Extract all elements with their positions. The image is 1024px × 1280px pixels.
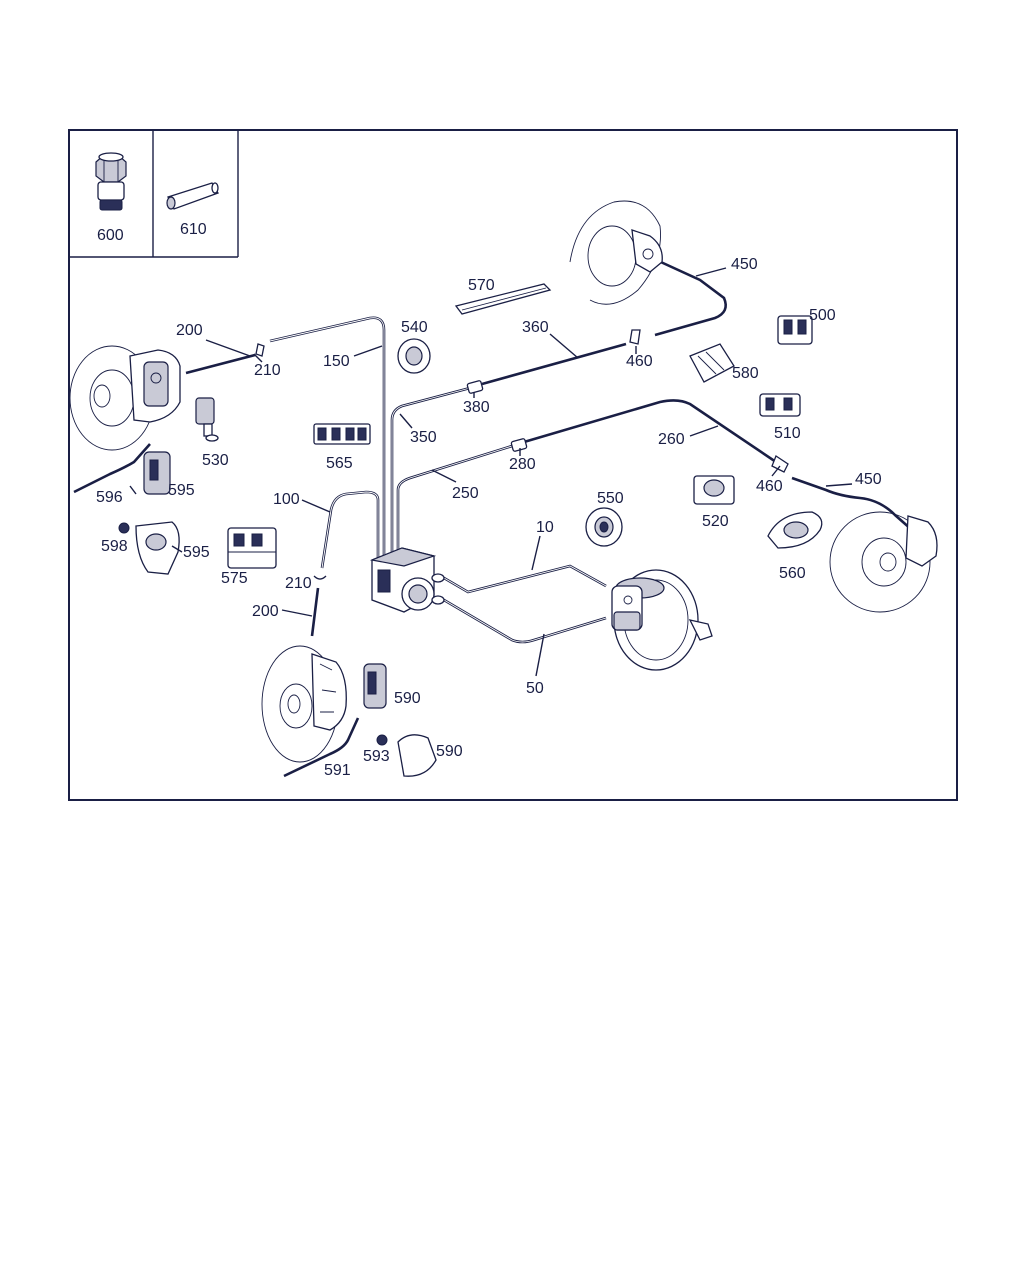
grommet-550-icon [585, 507, 623, 547]
label-598: 598 [101, 538, 128, 555]
brake-line-450-top [651, 256, 727, 337]
label-590-a: 590 [394, 690, 421, 707]
label-600: 600 [97, 227, 124, 244]
clip-460-mid-icon [771, 455, 789, 473]
label-380: 380 [463, 399, 490, 416]
brake-line-260 [523, 399, 777, 464]
label-460-top: 460 [626, 353, 653, 370]
clip-210-top-icon [255, 343, 265, 357]
brake-line-200-mid [310, 587, 320, 637]
clip-565-icon [313, 423, 371, 445]
brake-line-360 [481, 342, 627, 386]
diagram-frame [68, 129, 958, 801]
brake-line-100 [320, 490, 380, 569]
label-580: 580 [732, 365, 759, 382]
label-360: 360 [522, 319, 549, 336]
clip-210-mid-icon [313, 575, 327, 580]
abs-hydraulic-unit-icon [369, 547, 445, 613]
label-596: 596 [96, 489, 123, 506]
label-200-mid: 200 [252, 603, 279, 620]
brake-disc-front-right-icon [261, 645, 347, 763]
brake-disc-rear-right-top-icon [569, 200, 663, 305]
label-550: 550 [597, 490, 624, 507]
label-595-a: 595 [168, 482, 195, 499]
label-350: 350 [410, 429, 437, 446]
clip-580-icon [689, 343, 735, 383]
brake-line-250 [396, 444, 513, 560]
clip-520-icon [693, 475, 735, 505]
label-595-b: 595 [183, 544, 210, 561]
union-280-icon [510, 438, 528, 452]
screw-598-icon [118, 522, 130, 534]
brake-pad-set-icon [454, 283, 552, 315]
label-510: 510 [774, 425, 801, 442]
brake-line-350 [390, 386, 471, 560]
label-570: 570 [468, 277, 495, 294]
grommet-560-icon [767, 511, 823, 549]
label-50: 50 [526, 680, 544, 697]
sleeve-icon [166, 182, 219, 210]
brake-booster-icon [611, 569, 713, 671]
brake-disc-front-left-icon [69, 345, 181, 451]
brake-disc-rear-right-icon [829, 511, 938, 613]
sensor-cable-596 [73, 443, 151, 494]
label-100: 100 [273, 491, 300, 508]
label-565: 565 [326, 455, 353, 472]
label-210-mid: 210 [285, 575, 312, 592]
label-250: 250 [452, 485, 479, 502]
brake-line-10 [443, 564, 607, 594]
label-540: 540 [401, 319, 428, 336]
wear-sensor-595-icon [143, 451, 171, 495]
label-200-top: 200 [176, 322, 203, 339]
bracket-590-icon [397, 734, 437, 777]
label-530: 530 [202, 452, 229, 469]
label-610: 610 [180, 221, 207, 238]
wear-sensor-590-icon [363, 663, 387, 709]
bracket-595-icon [135, 521, 180, 575]
label-450-mid: 450 [855, 471, 882, 488]
label-560: 560 [779, 565, 806, 582]
label-10: 10 [536, 519, 554, 536]
label-260: 260 [658, 431, 685, 448]
clip-500-icon [777, 315, 813, 345]
sensor-cable-591 [283, 717, 360, 778]
label-280: 280 [509, 456, 536, 473]
union-nut-icon [95, 152, 127, 211]
brake-line-450-mid [791, 476, 913, 531]
clip-510-icon [759, 393, 801, 417]
label-150: 150 [323, 353, 350, 370]
label-460-mid: 460 [756, 478, 783, 495]
label-590-b: 590 [436, 743, 463, 760]
label-520: 520 [702, 513, 729, 530]
grommet-540-icon [397, 338, 431, 374]
brake-line-200-top [185, 353, 256, 375]
brake-line-50 [443, 598, 607, 644]
screw-593-icon [376, 734, 388, 746]
union-380-icon [466, 380, 484, 394]
label-450-top: 450 [731, 256, 758, 273]
label-500: 500 [809, 307, 836, 324]
connector-530-icon [195, 397, 219, 442]
label-593: 593 [363, 748, 390, 765]
connector-575-icon [227, 527, 277, 569]
clip-460-top-icon [629, 329, 641, 345]
label-210-top: 210 [254, 362, 281, 379]
label-575: 575 [221, 570, 248, 587]
label-591: 591 [324, 762, 351, 779]
inset-panel [69, 130, 239, 258]
